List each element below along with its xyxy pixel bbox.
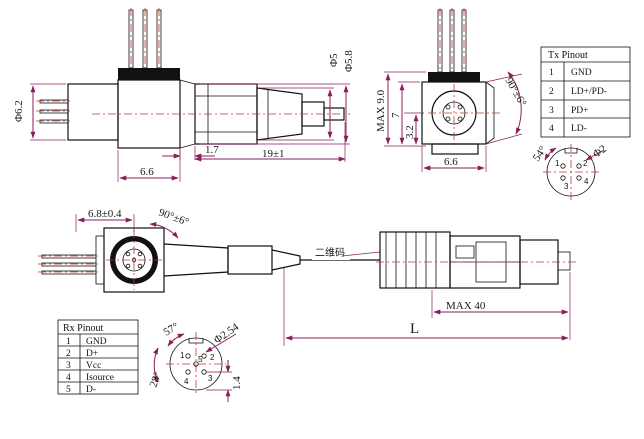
- dim-max-40: MAX 40: [431, 272, 571, 340]
- dim-angle-tx: 90°±6°: [485, 71, 528, 145]
- svg-text:19±1: 19±1: [262, 148, 285, 160]
- svg-text:Φ6.2: Φ6.2: [13, 100, 25, 122]
- svg-text:2: 2: [66, 349, 71, 359]
- rx-pinout-table: Rx Pinout 1 GND 2 D+ 3 Vcc 4 Isource 5 D…: [57, 319, 139, 395]
- svg-text:1.4: 1.4: [231, 376, 243, 390]
- dim-7: 7: [390, 81, 420, 145]
- tx-top-leads: [128, 8, 162, 70]
- svg-text:6.6: 6.6: [444, 156, 458, 168]
- svg-text:LD-: LD-: [571, 124, 587, 134]
- svg-text:5: 5: [198, 355, 203, 364]
- svg-text:4: 4: [549, 124, 554, 134]
- svg-text:3: 3: [564, 182, 569, 191]
- rx-pinout-title: Rx Pinout: [63, 323, 104, 334]
- svg-text:54°: 54°: [531, 144, 550, 164]
- dim-max-9: MAX 9.0: [375, 71, 426, 147]
- svg-text:Φ5.8: Φ5.8: [343, 50, 355, 72]
- rx-pin-circle: 1 2 3 4 5 57° Φ2.54 28° 1.4: [148, 321, 243, 402]
- svg-text:MAX 9.0: MAX 9.0: [375, 89, 387, 132]
- dim-3-2: 3.2: [404, 112, 424, 145]
- svg-text:1: 1: [555, 159, 560, 168]
- svg-text:5: 5: [66, 385, 71, 395]
- svg-text:3: 3: [549, 106, 554, 116]
- svg-text:D+: D+: [86, 349, 98, 359]
- dim-d5: Φ5: [258, 53, 340, 141]
- rx-front-view: 6.8±0.4 90°±6°: [38, 207, 191, 293]
- svg-text:Isource: Isource: [86, 373, 114, 383]
- dim-d6-2: Φ6.2: [13, 83, 66, 141]
- dim-57: 57°: [162, 321, 185, 347]
- svg-text:2: 2: [549, 87, 554, 97]
- svg-text:GND: GND: [86, 337, 107, 347]
- svg-text:90°±6°: 90°±6°: [502, 76, 528, 109]
- svg-text:4: 4: [184, 377, 189, 386]
- svg-text:6.8±0.4: 6.8±0.4: [88, 208, 122, 220]
- svg-text:Φ2.54: Φ2.54: [212, 321, 242, 347]
- svg-text:L: L: [410, 321, 419, 337]
- svg-text:3.2: 3.2: [404, 125, 416, 139]
- dim-1-4: 1.4: [206, 360, 243, 402]
- svg-text:D-: D-: [86, 385, 96, 395]
- svg-text:PD+: PD+: [571, 106, 589, 116]
- dim-2-54: Φ2.54: [205, 321, 242, 353]
- tx-can-cap: [118, 68, 180, 80]
- svg-text:1: 1: [180, 351, 185, 360]
- tx-pinout-title: Tx Pinout: [548, 50, 588, 61]
- dim-6-6-side: 6.6: [117, 150, 181, 182]
- tx-front-view: MAX 9.0 7 3.2 6.6 90°±6°: [375, 8, 528, 172]
- dim-L: L: [283, 268, 569, 346]
- svg-text:LD+/PD-: LD+/PD-: [571, 87, 607, 97]
- tx-front-leads: [437, 8, 467, 74]
- svg-text:2: 2: [583, 159, 588, 168]
- svg-text:90°±6°: 90°±6°: [157, 207, 191, 229]
- dim-28: 28°: [148, 347, 165, 389]
- dim-angle-rx: 90°±6°: [149, 207, 191, 239]
- dim-6-8: 6.8±0.4: [75, 208, 135, 232]
- svg-text:1: 1: [66, 337, 71, 347]
- sc-connector: [376, 231, 576, 289]
- tx-side-view: Φ6.2 Φ5 Φ5.8 1.7 19±1: [13, 8, 355, 182]
- tx-front-cap: [428, 72, 480, 82]
- svg-text:Φ5: Φ5: [328, 53, 340, 67]
- svg-text:28°: 28°: [148, 370, 165, 389]
- svg-text:4: 4: [584, 177, 589, 186]
- svg-text:MAX 40: MAX 40: [446, 300, 486, 312]
- dim-d5-8: Φ5.8: [200, 50, 355, 145]
- svg-text:GND: GND: [571, 68, 592, 78]
- tx-pinout-table: Tx Pinout 1 GND 2 LD+/PD- 3 PD+ 4 LD-: [540, 46, 631, 138]
- svg-text:6.6: 6.6: [140, 166, 154, 178]
- svg-text:3: 3: [208, 374, 213, 383]
- svg-text:3: 3: [66, 361, 71, 371]
- barcode-label: 二维码: [315, 246, 345, 259]
- dim-6-6-front: 6.6: [421, 146, 487, 172]
- rx-cable-assembly: 二维码 MAX 40 L: [163, 231, 576, 346]
- svg-text:2: 2: [210, 353, 215, 362]
- svg-text:7: 7: [390, 112, 402, 118]
- svg-text:1: 1: [549, 68, 554, 78]
- svg-text:Φ2: Φ2: [591, 143, 609, 161]
- dim-19: 19±1: [194, 122, 346, 162]
- tx-pin-circle: 1 2 3 4 54° Φ2: [531, 143, 609, 200]
- svg-text:1.7: 1.7: [205, 144, 219, 156]
- dim-1-7: 1.7: [162, 144, 219, 160]
- svg-text:57°: 57°: [162, 321, 181, 339]
- svg-text:4: 4: [66, 373, 71, 383]
- svg-text:Vcc: Vcc: [86, 361, 101, 371]
- tx-left-flange: [67, 83, 119, 141]
